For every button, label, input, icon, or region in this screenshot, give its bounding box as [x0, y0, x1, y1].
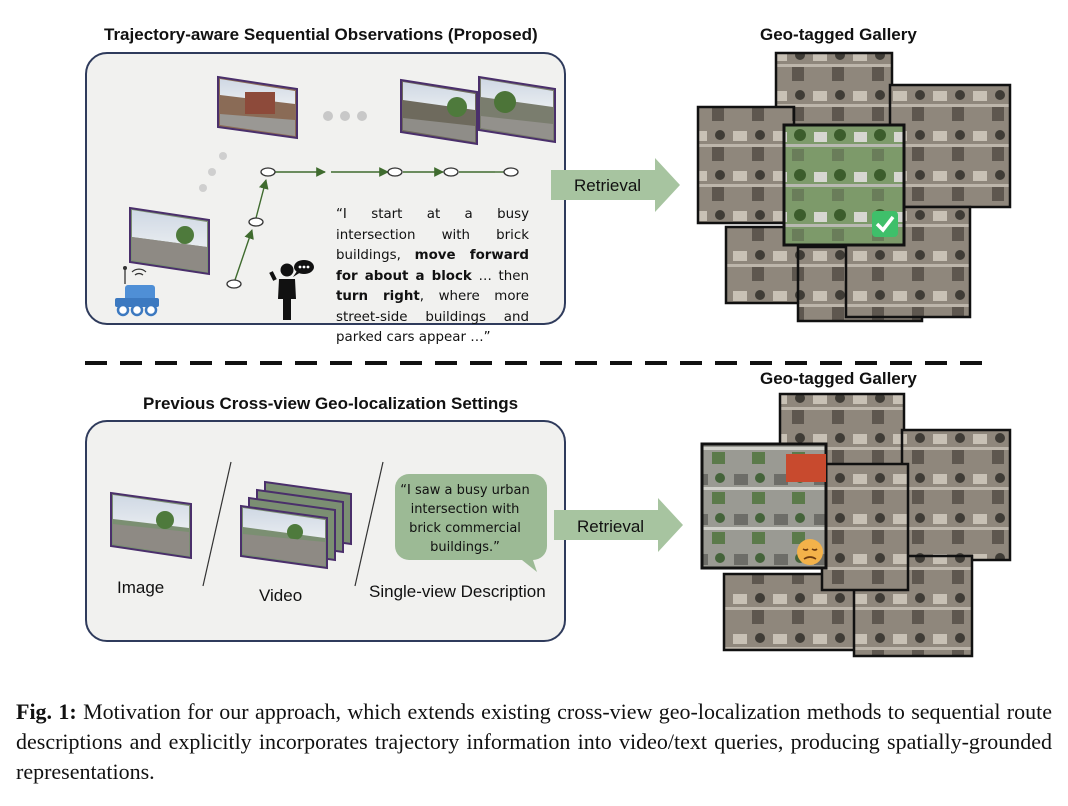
gallery-title-top: Geo-tagged Gallery: [760, 25, 917, 44]
person-speaking-icon: [269, 260, 314, 320]
section-divider: [85, 361, 995, 365]
video-frames: [240, 480, 352, 570]
caption-text: Motivation for our approach, which exten…: [16, 699, 1052, 784]
previous-settings-diagram: [110, 461, 547, 587]
image-frame: [110, 491, 192, 560]
speech-bubble: [395, 474, 547, 572]
street-frame-2: [217, 75, 298, 140]
retrieval-arrow-top: [551, 158, 680, 212]
street-frame-1: [129, 206, 210, 276]
quote-text: “I start at a busy intersection with bri…: [336, 207, 529, 263]
quote-emphasis: move forward for about a block: [336, 248, 529, 284]
ellipsis-dot: [219, 152, 227, 160]
retrieval-arrow-bottom: [554, 498, 683, 552]
sad-face-icon: [797, 539, 823, 565]
retrieval-label-top: Retrieval: [574, 176, 642, 195]
quote-emphasis: turn right: [336, 289, 420, 304]
trajectory-path: [226, 167, 519, 289]
quote-text: , where more street-side buildings and p…: [336, 289, 529, 345]
street-frame-4: [478, 75, 556, 144]
aerial-gallery-bottom: [700, 392, 1012, 658]
check-icon: [872, 211, 898, 237]
label-image: Image: [117, 578, 165, 597]
ellipsis-dot: [208, 168, 216, 176]
quote-text: … then: [471, 268, 529, 284]
top-title: Trajectory-aware Sequential Observations…: [104, 25, 538, 44]
street-frame-3: [400, 78, 478, 146]
robot-icon: [115, 266, 159, 317]
bottom-title: Previous Cross-view Geo-localization Set…: [143, 394, 519, 413]
trajectory-diagram: [115, 75, 556, 320]
label-video: Video: [259, 586, 303, 605]
caption-label: Fig. 1:: [16, 699, 77, 724]
figure-caption: Fig. 1: Motivation for our approach, whi…: [16, 697, 1052, 787]
ellipsis-dot: [323, 111, 333, 121]
aerial-gallery-top: [696, 51, 1012, 323]
gallery-title-bottom: Geo-tagged Gallery: [760, 369, 917, 388]
retrieval-label-bottom: Retrieval: [577, 517, 645, 536]
route-description-quote: “I start at a busy intersection with bri…: [336, 205, 529, 349]
label-single-view: Single-view Description: [369, 582, 546, 601]
ellipsis-dot: [340, 111, 350, 121]
ellipsis-dot: [199, 184, 207, 192]
single-view-quote: “I saw a busy urban intersection with br…: [400, 483, 530, 555]
ellipsis-dot: [357, 111, 367, 121]
